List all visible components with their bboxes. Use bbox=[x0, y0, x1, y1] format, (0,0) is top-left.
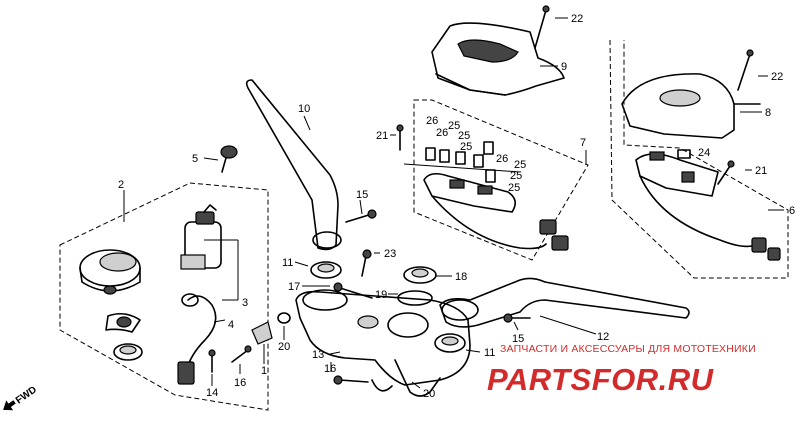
callout-25c: 25 bbox=[460, 141, 472, 153]
washer-19 bbox=[397, 290, 433, 306]
callout-19: 19 bbox=[375, 289, 387, 301]
fwd-arrow-icon bbox=[3, 400, 16, 411]
fwd-label: FWD bbox=[14, 384, 39, 406]
leader-lines bbox=[123, 17, 784, 389]
meter-cover bbox=[431, 22, 565, 96]
callout-26b: 26 bbox=[436, 127, 448, 139]
callout-8: 8 bbox=[765, 107, 771, 119]
callout-16a: 16 bbox=[234, 377, 246, 389]
callout-25a: 25 bbox=[448, 120, 460, 132]
callout-25d: 25 bbox=[514, 159, 526, 171]
switch-housing bbox=[423, 172, 569, 251]
meter-case bbox=[621, 73, 761, 139]
callout-24: 24 bbox=[698, 147, 710, 159]
callout-25f: 25 bbox=[508, 182, 520, 194]
bolt-23 bbox=[361, 255, 367, 277]
nut-11-left bbox=[310, 261, 342, 279]
washer-20-left bbox=[277, 312, 291, 324]
fwd-marker: FWD bbox=[3, 384, 39, 411]
meter-wiring bbox=[635, 149, 781, 261]
nut-18 bbox=[403, 266, 437, 284]
key bbox=[220, 145, 238, 173]
callout-15b: 15 bbox=[512, 333, 524, 345]
watermark: ЗАПЧАСТИ И АКСЕССУАРЫ ДЛЯ МОТОТЕХНИКИ PA… bbox=[487, 343, 756, 397]
callout-3: 3 bbox=[242, 297, 248, 309]
callout-22a: 22 bbox=[571, 13, 583, 25]
top-bridge bbox=[295, 289, 471, 397]
callout-22b: 22 bbox=[771, 71, 783, 83]
ignition-group-outline bbox=[59, 182, 269, 411]
nut-11-right bbox=[434, 333, 466, 353]
callout-11a: 11 bbox=[282, 257, 293, 269]
bulb-socket bbox=[113, 343, 143, 361]
callout-25e: 25 bbox=[510, 170, 522, 182]
callout-9: 9 bbox=[561, 61, 567, 73]
ignition-switch bbox=[180, 204, 222, 270]
callout-16b: 16 bbox=[324, 363, 336, 375]
switch-group-outline bbox=[413, 99, 589, 261]
callout-14: 14 bbox=[206, 387, 218, 399]
callout-12: 12 bbox=[597, 331, 609, 343]
bolt-22-top bbox=[534, 9, 547, 49]
callout-26a: 26 bbox=[426, 115, 438, 127]
grommet bbox=[181, 293, 199, 307]
callout-21a: 21 bbox=[376, 130, 388, 142]
callout-13: 13 bbox=[312, 349, 324, 361]
meter-group-outline bbox=[609, 39, 789, 279]
callout-7: 7 bbox=[580, 137, 586, 149]
callout-2: 2 bbox=[118, 179, 124, 191]
callout-1: 1 bbox=[261, 365, 267, 377]
callout-21b: 21 bbox=[755, 165, 767, 177]
screw-21-right bbox=[717, 165, 731, 185]
callout-labels: 22 9 22 8 21 26 26 25 25 25 26 7 25 25 2… bbox=[118, 13, 795, 400]
callout-20b: 20 bbox=[423, 388, 435, 400]
callout-20a: 20 bbox=[278, 341, 290, 353]
callout-5: 5 bbox=[192, 153, 198, 165]
callout-25b: 25 bbox=[458, 130, 470, 142]
callout-26c: 26 bbox=[496, 153, 508, 165]
bolt-16-left bbox=[231, 349, 249, 363]
callout-6: 6 bbox=[789, 205, 795, 217]
callout-23: 23 bbox=[384, 248, 396, 260]
callout-18: 18 bbox=[455, 271, 467, 283]
bracket-1 bbox=[251, 321, 273, 345]
callout-17: 17 bbox=[288, 281, 300, 293]
callout-11b: 11 bbox=[484, 347, 495, 359]
bolt-22-right bbox=[737, 53, 751, 91]
ignition-cover bbox=[79, 249, 141, 295]
bolt-17 bbox=[339, 287, 373, 299]
callout-15a: 15 bbox=[356, 189, 368, 201]
left-handlebar bbox=[245, 79, 342, 251]
clip-20-bottom bbox=[371, 379, 393, 392]
bolt-16-bottom bbox=[339, 379, 369, 383]
watermark-brand: PARTSFOR.RU bbox=[487, 362, 715, 397]
callout-4: 4 bbox=[228, 319, 234, 331]
watermark-caption: ЗАПЧАСТИ И АКСЕССУАРЫ ДЛЯ МОТОТЕХНИКИ bbox=[500, 343, 756, 355]
right-handlebar bbox=[439, 277, 690, 328]
ignition-connector bbox=[177, 361, 195, 385]
mount-clip bbox=[105, 312, 141, 333]
callout-10: 10 bbox=[298, 103, 310, 115]
indicator-bulbs bbox=[425, 141, 496, 183]
